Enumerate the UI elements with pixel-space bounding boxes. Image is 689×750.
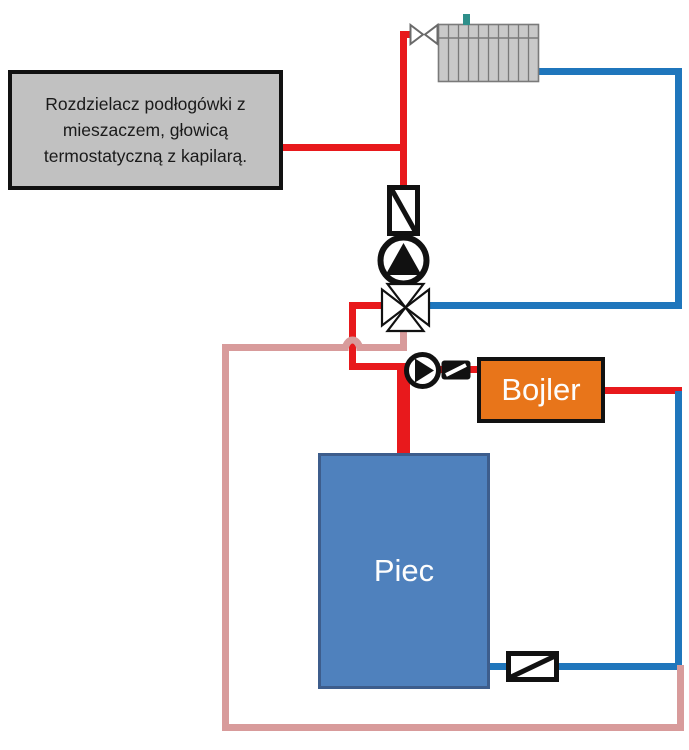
- pipe-floor-right-rise: [677, 665, 684, 731]
- pipe-hot-dhw-outlet: [603, 387, 682, 394]
- pipe-hot-to-manifold: [281, 144, 405, 151]
- pipe-hot-boiler-header: [349, 363, 422, 370]
- dhw-tank-label: Bojler: [501, 372, 581, 407]
- pipe-cold-radiator-top: [537, 68, 682, 75]
- radiator-valve-icon: [409, 23, 439, 46]
- pipe-cold-furnace-return: [487, 663, 682, 670]
- circulation-pump-right-icon: [404, 352, 441, 389]
- air-vent-icon: [463, 14, 470, 25]
- strainer-filter-icon: [387, 185, 420, 236]
- manifold-note-box: Rozdzielacz podłogówki z mieszaczem, gło…: [8, 70, 283, 190]
- pipe-floor-left-drop: [222, 344, 229, 731]
- radiator: [437, 23, 540, 83]
- pipe-hot-riser: [400, 31, 407, 290]
- pipe-floor-valve-down: [400, 329, 407, 351]
- check-valve-small-icon: [441, 360, 471, 380]
- pipe-cold-to-mixing-valve: [428, 302, 682, 309]
- four-way-mixing-valve-icon: [380, 282, 431, 333]
- pipe-crossing-bridge: [342, 336, 363, 352]
- manifold-note-text: Rozdzielacz podłogówki z mieszaczem, gło…: [43, 93, 248, 167]
- pipe-floor-bottom-run: [222, 724, 684, 731]
- pipe-hot-valve-left-horizontal: [352, 302, 386, 309]
- pipe-cold-right-riser-lower: [675, 391, 682, 670]
- check-valve-large-icon: [506, 651, 559, 682]
- pipe-floor-cross-right: [359, 344, 407, 351]
- furnace-box: Piec: [318, 453, 490, 689]
- pipe-hot-furnace-riser: [397, 366, 410, 458]
- furnace-label: Piec: [373, 553, 435, 588]
- circulation-pump-up-icon: [377, 234, 430, 287]
- dhw-tank-box: Bojler: [477, 357, 605, 423]
- pipe-hot-to-radiator-valve-left: [400, 31, 413, 38]
- pipe-cold-right-riser-upper: [675, 68, 682, 309]
- pipe-hot-valve-left-vertical: [349, 302, 356, 370]
- pipe-floor-cross-left: [222, 344, 345, 351]
